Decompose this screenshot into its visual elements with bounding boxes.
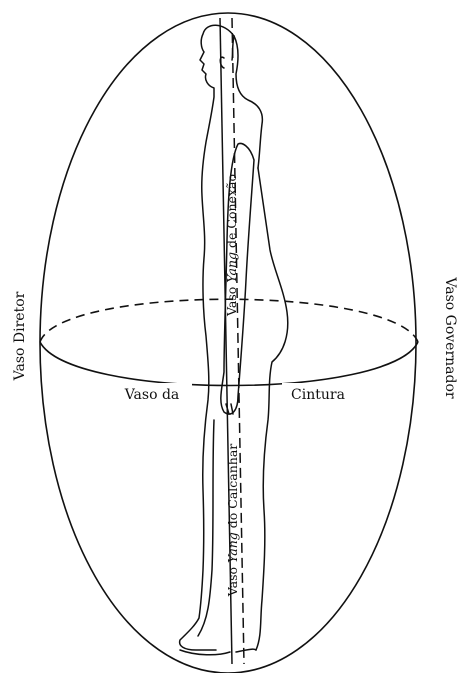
label-yang-calcanhar-suffix: do Calcanhar	[225, 444, 240, 532]
label-yang-conexao-prefix: Vaso	[224, 283, 239, 317]
label-vaso-governador: Vaso Governador	[442, 276, 457, 398]
label-yang-calcanhar-prefix: Vaso	[225, 563, 240, 597]
label-yang-conexao: Vaso Yang de Conexão	[224, 174, 239, 317]
belt-front-arc	[40, 342, 418, 386]
label-vaso-diretor: Vaso Diretor	[12, 291, 28, 381]
label-cintura: Cintura	[291, 387, 345, 403]
label-yang-calcanhar: Vaso Yang do Calcanhar	[225, 444, 240, 598]
label-yang-conexao-italic: Yang	[224, 252, 239, 283]
label-yang-conexao-suffix: de Conexão	[224, 174, 239, 252]
label-vaso-da: Vaso da	[124, 387, 180, 403]
label-yang-calcanhar-italic: Yang	[225, 532, 240, 563]
